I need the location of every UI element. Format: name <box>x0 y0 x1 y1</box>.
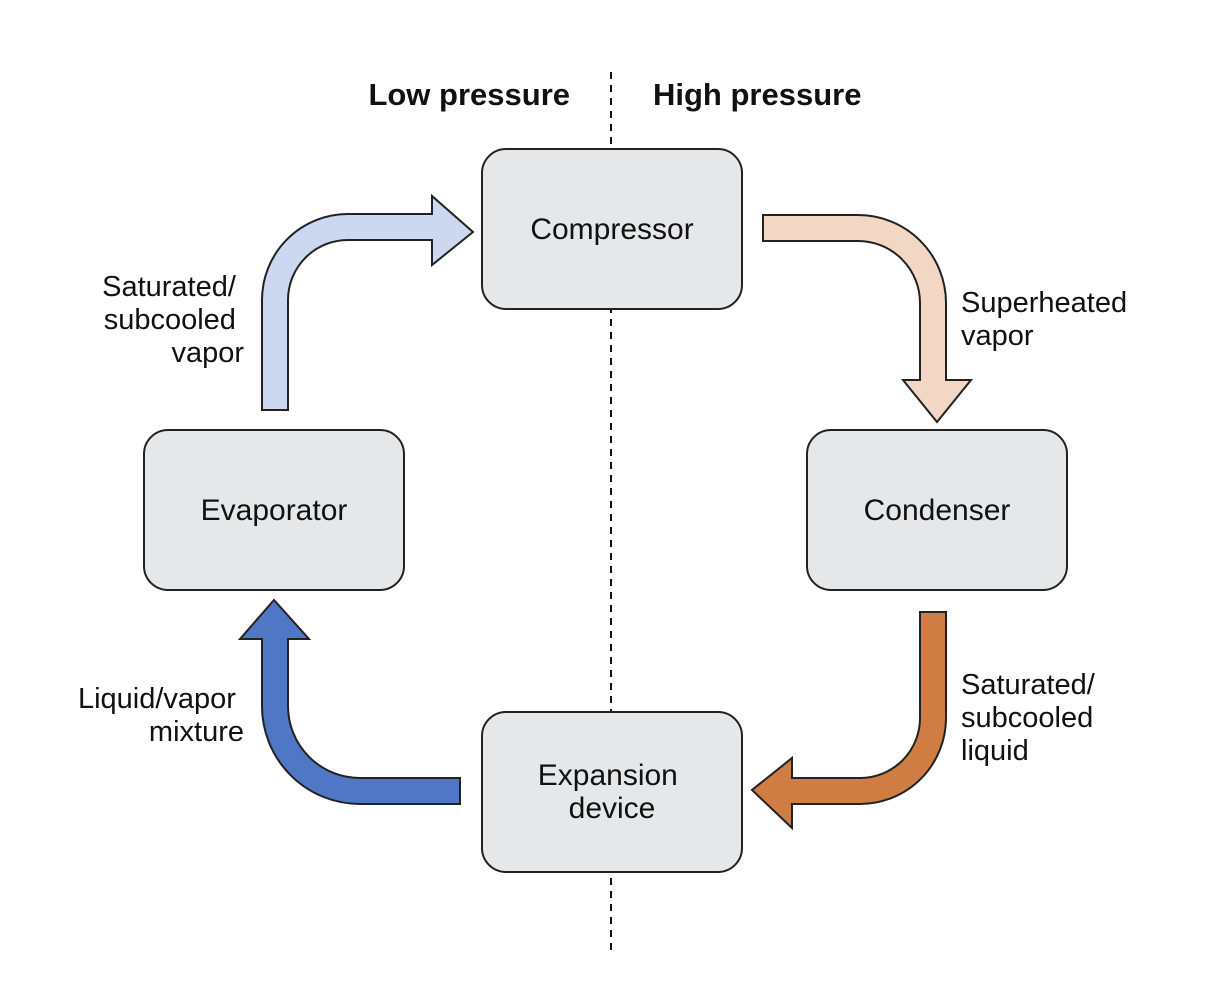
expansion-device-label-line2: device <box>569 792 656 825</box>
flow-label-expansion-to-evaporator: Liquid/vapor mixture <box>78 683 244 748</box>
flow-label-compressor-to-condenser-line2: vapor <box>961 320 1034 352</box>
flow-label-compressor-to-condenser: Superheated vapor <box>961 287 1135 352</box>
flow-label-compressor-to-condenser-line1: Superheated <box>961 287 1127 319</box>
low-pressure-header: Low pressure <box>368 77 570 112</box>
compressor-box-shape <box>481 148 743 310</box>
expansion-device-box: Expansion device <box>481 711 743 873</box>
arrow-condenser-to-expansion <box>750 611 947 831</box>
compressor-box: Compressor <box>481 148 743 310</box>
evaporator-box-shape <box>143 429 405 591</box>
compressor-label: Compressor <box>530 213 693 246</box>
evaporator-box: Evaporator <box>143 429 405 591</box>
condenser-box: Condenser <box>806 429 1068 591</box>
flow-label-condenser-to-expansion-line3: liquid <box>961 735 1029 767</box>
expansion-device-box-shape <box>481 711 743 873</box>
flow-label-evaporator-to-compressor-line2: subcooled <box>104 304 236 336</box>
flow-label-condenser-to-expansion: Saturated/ subcooled liquid <box>961 669 1103 767</box>
flow-label-evaporator-to-compressor-line1: Saturated/ <box>102 271 237 303</box>
flow-label-condenser-to-expansion-line2: subcooled <box>961 702 1093 734</box>
flow-label-expansion-to-evaporator-line1: Liquid/vapor <box>78 683 236 715</box>
expansion-device-label: Expansion device <box>538 759 686 825</box>
arrow-expansion-to-evaporator <box>237 598 461 805</box>
arrow-evaporator-to-compressor <box>261 193 475 411</box>
evaporator-label: Evaporator <box>201 494 348 527</box>
expansion-device-label-line1: Expansion <box>538 759 678 792</box>
flow-label-evaporator-to-compressor: Saturated/ subcooled vapor <box>102 271 244 369</box>
flow-label-evaporator-to-compressor-line3: vapor <box>171 337 244 369</box>
condenser-label: Condenser <box>864 494 1011 527</box>
condenser-box-shape <box>806 429 1068 591</box>
flow-label-condenser-to-expansion-line1: Saturated/ <box>961 669 1096 701</box>
arrow-compressor-to-condenser <box>762 214 974 424</box>
flow-label-expansion-to-evaporator-line2: mixture <box>149 716 244 748</box>
high-pressure-header: High pressure <box>653 77 861 112</box>
